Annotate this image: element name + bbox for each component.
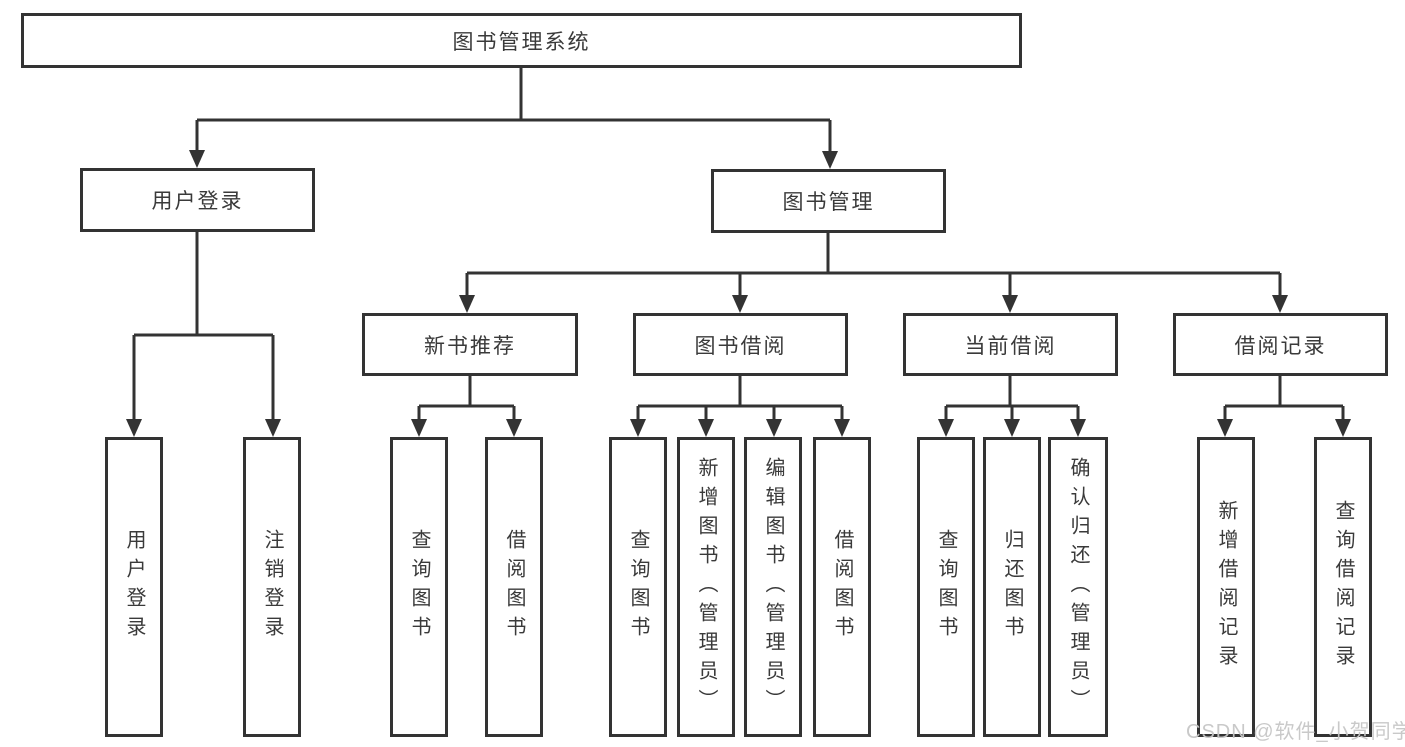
leaf-newbook-borrow-books-label: 借阅图书: [503, 529, 525, 645]
node-current-borrow: 当前借阅: [903, 313, 1118, 376]
node-book-management: 图书管理: [711, 169, 946, 233]
leaf-current-confirm-return-admin: 确认归还（管理员）: [1048, 437, 1108, 737]
leaf-newbook-query-books-label: 查询图书: [408, 529, 430, 645]
node-root-label: 图书管理系统: [452, 30, 591, 54]
leaf-logout-login: 注销登录: [243, 437, 301, 737]
leaf-records-add-record: 新增借阅记录: [1197, 437, 1255, 737]
node-current-borrow-label: 当前借阅: [964, 334, 1057, 358]
leaf-borrow-edit-books-admin: 编辑图书（管理员）: [744, 437, 802, 737]
leaf-borrow-edit-books-admin-label: 编辑图书（管理员）: [762, 456, 784, 718]
leaf-user-login-label: 用户登录: [123, 529, 145, 645]
leaf-borrow-query-books: 查询图书: [609, 437, 667, 737]
node-borrow-records: 借阅记录: [1173, 313, 1388, 376]
node-user-login-label: 用户登录: [151, 190, 244, 213]
node-book-management-label: 图书管理: [782, 191, 875, 214]
node-user-login: 用户登录: [80, 168, 315, 232]
leaf-borrow-add-books-admin-label: 新增图书（管理员）: [695, 456, 717, 718]
leaf-user-login: 用户登录: [105, 437, 163, 737]
node-new-book-recommend-label: 新书推荐: [424, 334, 516, 358]
leaf-borrow-add-books-admin: 新增图书（管理员）: [677, 437, 735, 737]
leaf-current-return-books-label: 归还图书: [1001, 529, 1023, 645]
csdn-watermark: CSDN @软件_小贺同学: [1186, 721, 1405, 743]
node-book-borrow-label: 图书借阅: [694, 334, 787, 358]
leaf-records-query-record: 查询借阅记录: [1314, 437, 1372, 737]
leaf-borrow-query-books-label: 查询图书: [627, 529, 649, 645]
leaf-current-query-books-label: 查询图书: [935, 529, 957, 645]
node-root: 图书管理系统: [21, 13, 1022, 68]
node-new-book-recommend: 新书推荐: [362, 313, 578, 376]
leaf-current-confirm-return-admin-label: 确认归还（管理员）: [1067, 456, 1089, 718]
leaf-newbook-query-books: 查询图书: [390, 437, 448, 737]
leaf-borrow-borrow-books: 借阅图书: [813, 437, 871, 737]
leaf-current-query-books: 查询图书: [917, 437, 975, 737]
node-borrow-records-label: 借阅记录: [1234, 334, 1327, 358]
leaf-current-return-books: 归还图书: [983, 437, 1041, 737]
leaf-logout-login-label: 注销登录: [261, 529, 283, 645]
leaf-borrow-borrow-books-label: 借阅图书: [831, 529, 853, 645]
leaf-records-query-record-label: 查询借阅记录: [1332, 500, 1354, 674]
leaf-records-add-record-label: 新增借阅记录: [1215, 500, 1237, 674]
node-book-borrow: 图书借阅: [633, 313, 848, 376]
leaf-newbook-borrow-books: 借阅图书: [485, 437, 543, 737]
